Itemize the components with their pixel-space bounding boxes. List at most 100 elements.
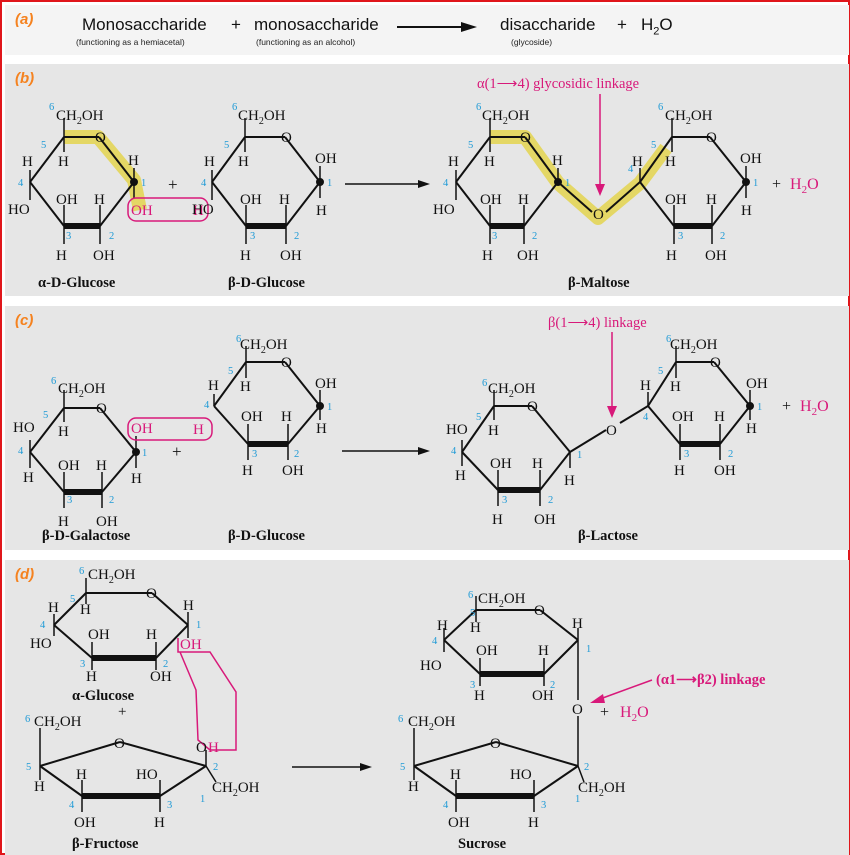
svg-text:6: 6 bbox=[658, 102, 663, 113]
svg-text:3: 3 bbox=[167, 800, 172, 811]
svg-text:CH2OH: CH2OH bbox=[482, 108, 530, 127]
equation-arrow bbox=[397, 22, 477, 32]
fructose-atoms: CH2OH O H H HO OH H O H CH2OH bbox=[34, 714, 260, 831]
svg-text:1: 1 bbox=[577, 450, 582, 461]
svg-text:6: 6 bbox=[476, 102, 481, 113]
svg-text:4: 4 bbox=[443, 178, 449, 189]
svg-text:O: O bbox=[114, 736, 125, 752]
svg-text:4: 4 bbox=[628, 164, 634, 175]
equation-note-hemiacetal: (functioning as a hemiacetal) bbox=[76, 37, 185, 47]
svg-text:H: H bbox=[482, 248, 493, 264]
svg-text:2: 2 bbox=[532, 231, 537, 242]
svg-text:O: O bbox=[490, 736, 501, 752]
beta-glucose-ring-c bbox=[213, 346, 324, 460]
svg-text:HO: HO bbox=[136, 767, 158, 783]
ch2oh-group: CH2OH bbox=[482, 108, 530, 127]
svg-text:H: H bbox=[316, 421, 327, 437]
ch2oh-group: CH2OH bbox=[238, 108, 286, 127]
svg-text:2: 2 bbox=[109, 231, 114, 242]
svg-text:H: H bbox=[532, 456, 543, 472]
svg-text:H: H bbox=[240, 379, 251, 395]
svg-text:HO: HO bbox=[192, 202, 214, 218]
beta-glucose-ring-b bbox=[211, 118, 324, 244]
svg-text:O: O bbox=[706, 130, 717, 146]
svg-text:H: H bbox=[632, 154, 643, 170]
svg-text:1: 1 bbox=[200, 794, 205, 805]
plus-water-b: + bbox=[772, 176, 781, 193]
glucose-atoms-d: CH2OH O H H HO OH H H OH H OH bbox=[30, 567, 202, 685]
ch2oh-group: CH2OH bbox=[212, 780, 260, 799]
svg-text:H: H bbox=[714, 409, 725, 425]
panel-label-b: (b) bbox=[15, 70, 35, 87]
svg-text:H: H bbox=[58, 154, 69, 170]
galactose-ring bbox=[29, 390, 140, 508]
svg-text:1: 1 bbox=[565, 178, 570, 189]
svg-text:H: H bbox=[408, 779, 419, 795]
svg-text:2: 2 bbox=[109, 495, 114, 506]
equation-term-alcohol: monosaccharide bbox=[254, 15, 379, 34]
svg-text:H: H bbox=[58, 424, 69, 440]
svg-text:O: O bbox=[534, 603, 545, 619]
svg-text:OH: OH bbox=[534, 512, 556, 528]
svg-text:O: O bbox=[281, 130, 292, 146]
beta-glucose-atoms-c: CH2OH O H H OH H H OH OH H bbox=[208, 337, 337, 479]
svg-text:CH2OH: CH2OH bbox=[670, 337, 718, 356]
svg-text:OH: OH bbox=[746, 376, 768, 392]
ch2oh-group: CH2OH bbox=[56, 108, 104, 127]
svg-text:O: O bbox=[593, 207, 604, 223]
svg-text:H: H bbox=[666, 248, 677, 264]
ch2oh-group: CH2OH bbox=[670, 337, 718, 356]
svg-text:OH: OH bbox=[480, 192, 502, 208]
svg-text:5: 5 bbox=[468, 140, 473, 151]
plus-b: + bbox=[168, 175, 178, 194]
svg-text:4: 4 bbox=[432, 636, 438, 647]
svg-text:H: H bbox=[56, 248, 67, 264]
svg-text:OH: OH bbox=[240, 192, 262, 208]
svg-text:4: 4 bbox=[18, 446, 24, 457]
svg-text:OH: OH bbox=[665, 192, 687, 208]
svg-text:5: 5 bbox=[651, 140, 656, 151]
ch2oh-group: CH2OH bbox=[58, 381, 106, 400]
plus-water-d: + bbox=[600, 704, 609, 721]
svg-text:1: 1 bbox=[757, 402, 762, 413]
svg-text:3: 3 bbox=[66, 231, 71, 242]
ch2oh-group: CH2OH bbox=[578, 780, 626, 799]
svg-text:OH: OH bbox=[88, 627, 110, 643]
svg-text:HO: HO bbox=[433, 202, 455, 218]
svg-text:H: H bbox=[208, 378, 219, 394]
ch2oh-group: CH2OH bbox=[88, 567, 136, 586]
fructose-carbon-numbers: 654 321 bbox=[25, 714, 218, 811]
svg-text:HO: HO bbox=[8, 202, 30, 218]
svg-text:CH2OH: CH2OH bbox=[56, 108, 104, 127]
svg-text:H: H bbox=[240, 248, 251, 264]
svg-text:H: H bbox=[455, 468, 466, 484]
svg-text:2: 2 bbox=[728, 449, 733, 460]
svg-text:H: H bbox=[22, 154, 33, 170]
sucrose-atoms: CH2OH O H H HO OH H H OH H O CH2OH O H H… bbox=[408, 591, 626, 831]
svg-text:2: 2 bbox=[720, 231, 725, 242]
svg-text:3: 3 bbox=[250, 231, 255, 242]
svg-text:OH: OH bbox=[532, 688, 554, 704]
panel-label-a: (a) bbox=[15, 11, 34, 28]
svg-text:CH2OH: CH2OH bbox=[488, 381, 536, 400]
svg-text:4: 4 bbox=[201, 178, 207, 189]
equation-water: H2O bbox=[641, 15, 673, 38]
water-b: H2O bbox=[790, 176, 819, 196]
svg-text:1: 1 bbox=[141, 178, 146, 189]
sucrose-name: Sucrose bbox=[458, 836, 507, 852]
svg-text:5: 5 bbox=[43, 410, 48, 421]
water-elimination-loop-d bbox=[177, 638, 237, 751]
svg-text:CH2OH: CH2OH bbox=[665, 108, 713, 127]
svg-text:OH: OH bbox=[740, 151, 762, 167]
svg-text:β-D-Glucose: β-D-Glucose bbox=[228, 275, 305, 291]
svg-text:OH: OH bbox=[315, 151, 337, 167]
svg-text:OH: OH bbox=[517, 248, 539, 264]
eliminated-h-c: H bbox=[193, 422, 204, 438]
eliminated-h-b: H bbox=[193, 203, 204, 219]
svg-text:3: 3 bbox=[492, 231, 497, 242]
